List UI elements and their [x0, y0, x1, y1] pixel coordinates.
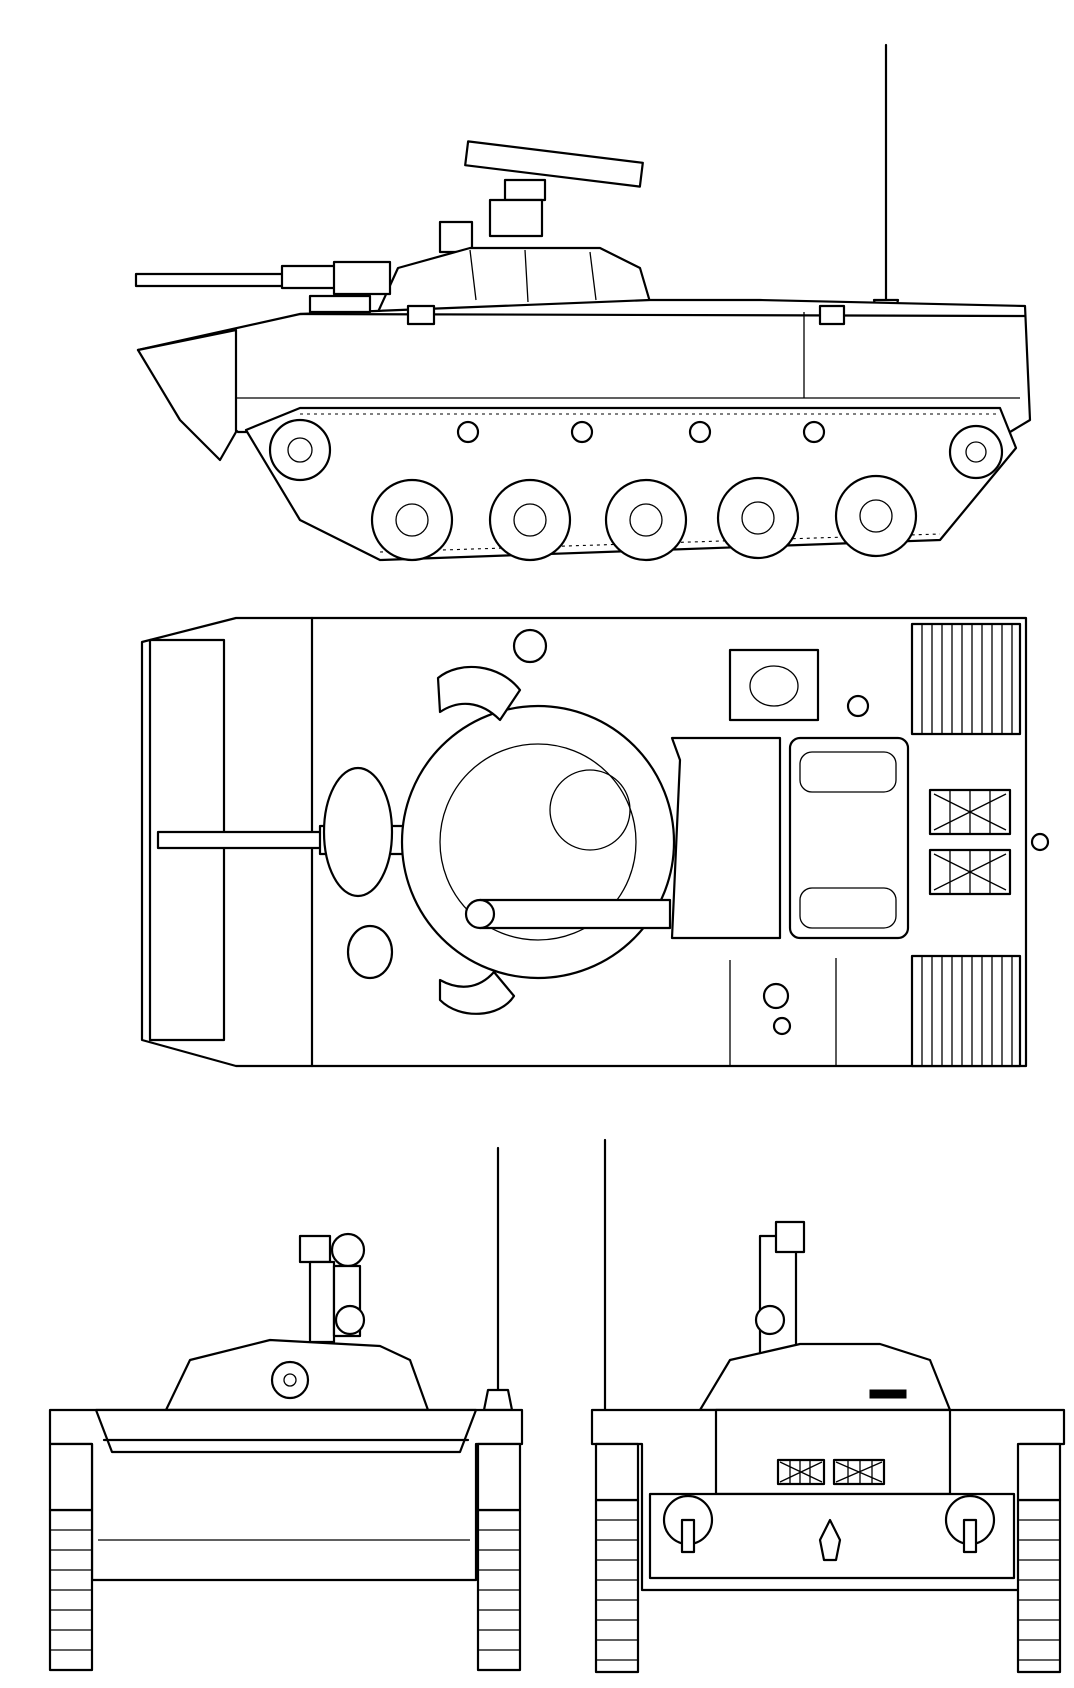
side-road-wheels: [372, 476, 916, 560]
front-view: [50, 1148, 522, 1670]
rear-left-track: [596, 1500, 638, 1672]
side-main-gun: [136, 274, 288, 286]
top-turret: [402, 706, 674, 978]
rear-view: [592, 1140, 1064, 1672]
side-return-rollers: [458, 422, 824, 442]
side-idler: [950, 426, 1002, 478]
top-engine-grilles: [912, 624, 1020, 1066]
side-view: [136, 45, 1030, 560]
side-atgm-launcher: [440, 141, 643, 252]
top-main-gun: [158, 832, 324, 848]
top-view: [142, 618, 1048, 1066]
rear-turret: [700, 1344, 950, 1410]
side-drive-sprocket: [270, 420, 330, 480]
rear-right-track: [1018, 1500, 1060, 1672]
